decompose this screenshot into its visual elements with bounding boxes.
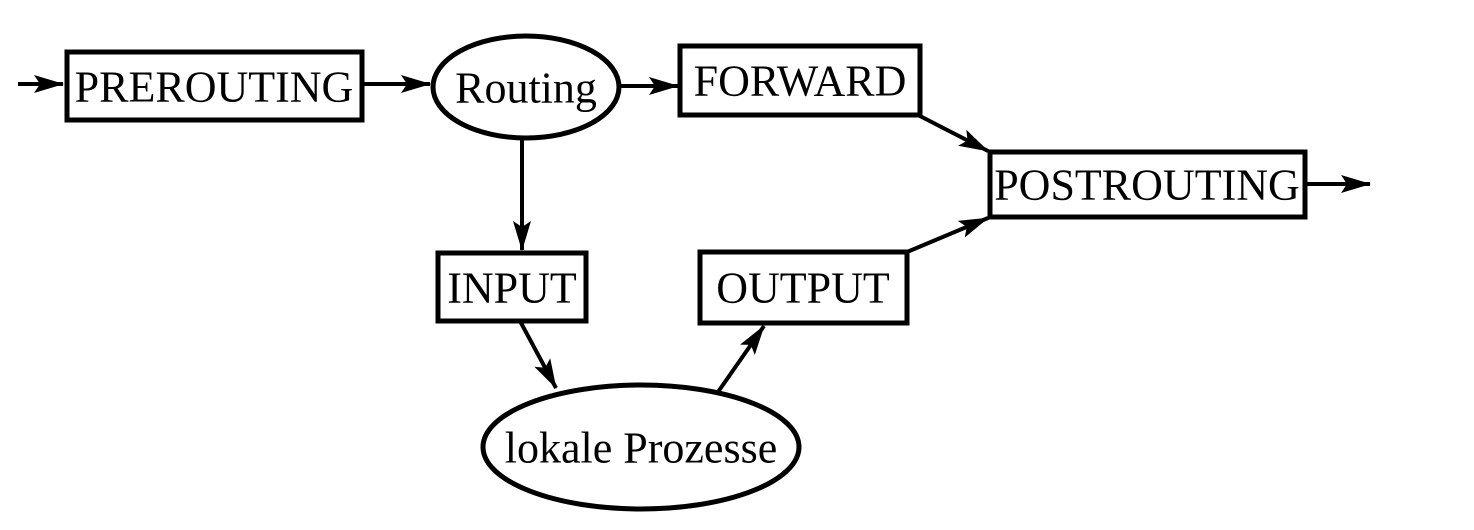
input-box bbox=[435, 250, 589, 324]
arrow-forward-to-postrouting bbox=[917, 113, 989, 153]
postrouting-box bbox=[987, 149, 1308, 220]
routing-ellipse bbox=[430, 33, 622, 141]
output-label: OUTPUT bbox=[716, 264, 890, 313]
local-processes-label: lokale Prozesse bbox=[505, 424, 777, 473]
prerouting-label: PREROUTING bbox=[75, 63, 354, 112]
forward-label: FORWARD bbox=[694, 57, 907, 106]
prerouting-box bbox=[64, 49, 365, 123]
forward-box bbox=[677, 43, 923, 118]
postrouting-label: POSTROUTING bbox=[994, 161, 1300, 210]
routing-label: Routing bbox=[455, 64, 597, 113]
local-processes-ellipse bbox=[480, 382, 802, 512]
input-label: INPUT bbox=[447, 264, 577, 313]
output-box bbox=[697, 249, 910, 326]
arrow-local-processes-to-output bbox=[716, 324, 766, 394]
arrow-input-to-local-processes bbox=[518, 320, 558, 389]
arrow-output-to-postrouting bbox=[906, 216, 989, 254]
